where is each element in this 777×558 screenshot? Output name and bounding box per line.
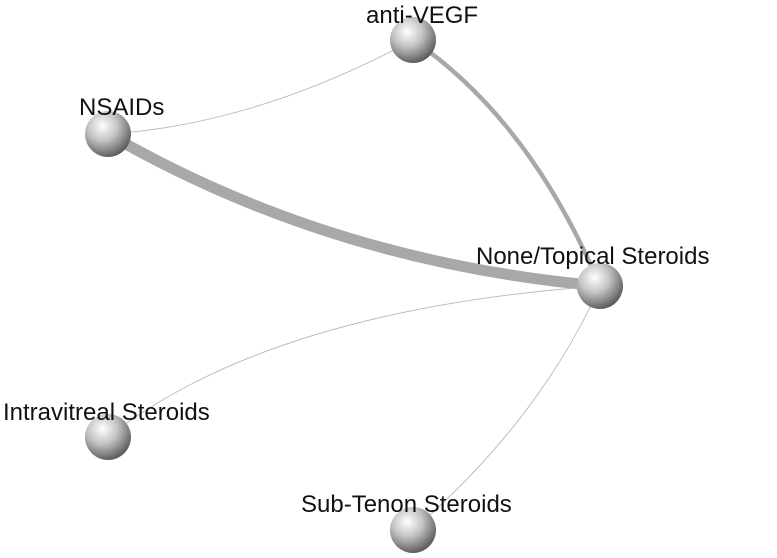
- edge-sub-tenon-none-topical: [412, 285, 601, 531]
- node-label-anti-vegf: anti-VEGF: [366, 2, 479, 29]
- edge-nsaids-anti-vegf: [107, 39, 414, 135]
- edges-layer: [102, 37, 606, 531]
- node-anti-vegf: [390, 17, 436, 63]
- edge-intravitreal-none-topical: [107, 285, 601, 438]
- node-label-intravitreal-steroids: Intravitreal Steroids: [3, 399, 210, 426]
- node-sub-tenon: [390, 507, 436, 553]
- node-none-topical: [577, 263, 623, 309]
- nodes-layer: [85, 17, 623, 553]
- node-label-none-topical-steroids: None/Topical Steroids: [476, 243, 710, 270]
- node-nsaids: [85, 111, 131, 157]
- edge-anti-vegf-none-topical: [410, 37, 603, 289]
- node-label-nsaids: NSAIDs: [79, 94, 165, 121]
- node-intravitreal: [85, 414, 131, 460]
- edge-nsaids-none-topical: [102, 128, 606, 292]
- node-label-sub-tenon-steroids: Sub-Tenon Steroids: [301, 491, 512, 518]
